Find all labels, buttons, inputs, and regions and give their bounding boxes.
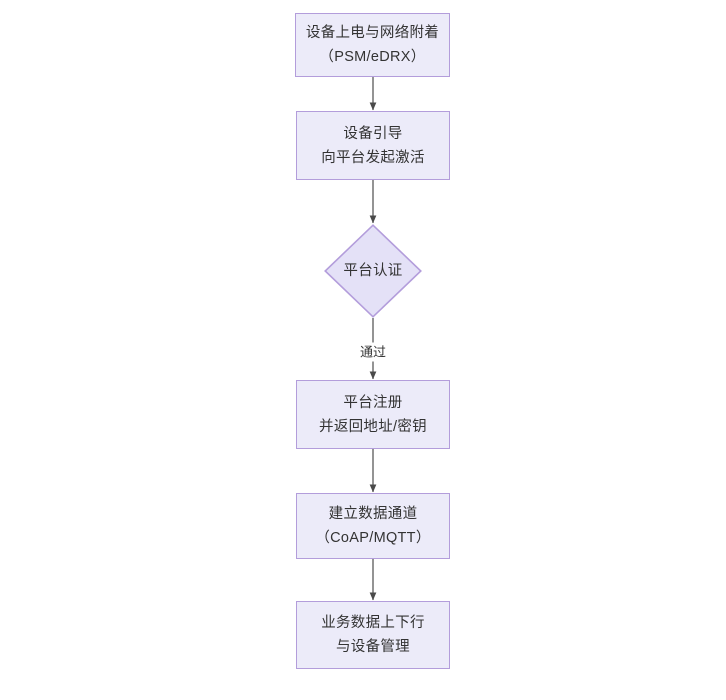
- node-label: 业务数据上下行 与设备管理: [321, 615, 425, 655]
- node-device-bootstrap[interactable]: 设备引导 向平台发起激活: [296, 111, 450, 180]
- diamond-shape: [324, 224, 422, 318]
- node-label: 建立数据通道 （CoAP/MQTT）: [315, 506, 431, 546]
- edge-label-pass: 通过: [356, 342, 390, 362]
- node-device-power-on[interactable]: 设备上电与网络附着 （PSM/eDRX）: [295, 13, 450, 77]
- node-establish-data-channel[interactable]: 建立数据通道 （CoAP/MQTT）: [296, 493, 450, 559]
- node-label: 设备上电与网络附着 （PSM/eDRX）: [305, 25, 440, 65]
- node-label: 设备引导 向平台发起激活: [321, 125, 425, 166]
- node-platform-register[interactable]: 平台注册 并返回地址/密钥: [296, 380, 450, 449]
- node-label: 平台认证: [343, 263, 403, 279]
- node-platform-auth-decision[interactable]: 平台认证: [324, 224, 422, 318]
- node-business-data-and-device-mgmt[interactable]: 业务数据上下行 与设备管理: [296, 601, 450, 669]
- node-label: 平台注册 并返回地址/密钥: [319, 394, 427, 435]
